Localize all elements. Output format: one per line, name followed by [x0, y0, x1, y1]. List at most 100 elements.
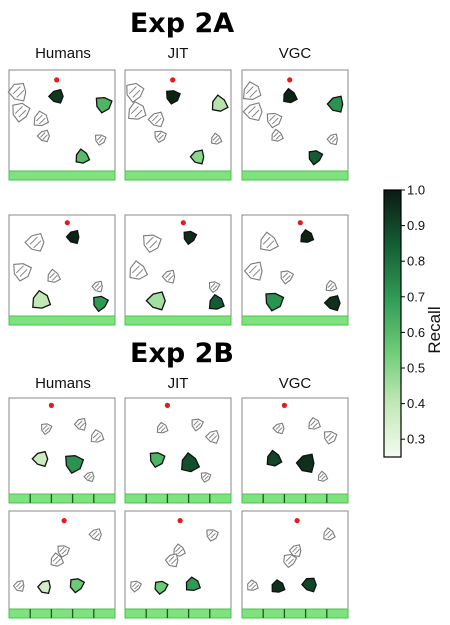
obstacle-hatch: [202, 473, 207, 479]
ignored-obstacle: [156, 421, 169, 434]
obstacle-hatch: [132, 89, 141, 98]
recalled-obstacle: [185, 576, 202, 592]
recalled-obstacle: [75, 148, 91, 164]
obstacle-hatch: [38, 117, 46, 125]
obstacle-hatch: [49, 272, 56, 279]
ignored-obstacle: [243, 81, 262, 100]
obstacle-hatch: [247, 106, 256, 114]
agent-dot: [297, 220, 303, 226]
obstacle-hatch: [329, 285, 335, 290]
ignored-obstacle: [7, 83, 27, 102]
goal-zone: [241, 608, 349, 619]
obstacle-hatch: [312, 422, 318, 429]
agent-dot: [287, 77, 293, 83]
ignored-obstacle: [73, 417, 87, 431]
recalled-obstacle: [166, 90, 181, 105]
recalled-obstacle: [65, 229, 80, 245]
ignored-obstacle: [126, 82, 145, 103]
recalled-obstacle: [211, 94, 229, 112]
panel-s2-r2-c2: [124, 510, 232, 619]
panel-frame: [8, 510, 116, 619]
agent-dot: [164, 402, 170, 408]
obstacle-hatch: [327, 283, 333, 288]
obstacle-hatch: [134, 584, 140, 590]
ignored-obstacle: [308, 416, 321, 430]
ignored-obstacle: [260, 231, 279, 252]
ignored-obstacle: [206, 529, 219, 542]
obstacle-hatch: [288, 558, 294, 565]
ignored-obstacle: [12, 580, 25, 592]
obstacle-hatch: [331, 137, 337, 143]
obstacle-hatch: [292, 546, 298, 553]
column-label-humans-2a: Humans: [35, 45, 91, 62]
colorbar-tick-label: 0.9: [407, 218, 425, 233]
goal-zone: [124, 493, 232, 504]
panel-frame: [241, 397, 349, 504]
obstacle-hatch: [193, 420, 199, 426]
ignored-obstacle: [130, 580, 143, 593]
panel-s1-r1-c2: [124, 69, 232, 181]
obstacle-hatch: [19, 268, 28, 277]
goal-zone: [8, 608, 116, 619]
ignored-obstacle: [325, 279, 338, 292]
obstacle-hatch: [52, 556, 59, 562]
obstacle-hatch: [128, 86, 137, 95]
goal-zone: [241, 170, 349, 181]
ignored-obstacle: [24, 232, 45, 252]
colorbar-tick-label: 0.6: [407, 325, 425, 340]
recalled-obstacle: [154, 580, 169, 595]
obstacle-hatch: [325, 530, 331, 537]
ignored-obstacle: [83, 471, 95, 483]
ignored-obstacle: [208, 281, 221, 294]
obstacle-hatch: [149, 240, 158, 249]
obstacle-hatch: [77, 420, 83, 426]
section-title-exp-2a: Exp 2A: [130, 8, 234, 39]
obstacle-hatch: [248, 265, 257, 274]
panel-s1-r1-c1: [7, 69, 116, 181]
panel-s1-r1-c3: [241, 69, 349, 181]
recalled-obstacle: [323, 295, 341, 312]
obstacle-hatch: [42, 134, 48, 140]
obstacle-hatch: [328, 435, 335, 441]
ignored-obstacle: [143, 234, 162, 254]
obstacle-hatch: [154, 117, 162, 125]
recalled-obstacle: [295, 453, 315, 473]
obstacle-hatch: [214, 137, 220, 143]
obstacle-hatch: [14, 106, 23, 114]
ignored-obstacle: [242, 102, 263, 122]
obstacle-hatch: [285, 556, 292, 562]
obstacle-hatch: [94, 283, 100, 288]
obstacle-hatch: [273, 132, 279, 138]
agent-dot: [48, 402, 55, 408]
recalled-obstacle: [37, 579, 51, 595]
obstacle-hatch: [135, 268, 144, 277]
ignored-obstacle: [41, 423, 53, 436]
ignored-obstacle: [211, 132, 223, 145]
obstacle-hatch: [130, 106, 139, 114]
obstacle-hatch: [168, 556, 175, 562]
panel-frame: [8, 397, 116, 504]
obstacle-hatch: [92, 530, 98, 537]
recalled-obstacle: [308, 150, 324, 166]
recalled-obstacle: [183, 230, 198, 246]
ignored-obstacle: [280, 270, 295, 285]
colorbar-label: Recall: [425, 306, 444, 353]
obstacle-hatch: [152, 114, 159, 122]
ignored-obstacle: [88, 528, 102, 541]
ignored-obstacle: [57, 545, 71, 558]
obstacle-hatch: [96, 135, 102, 141]
obstacle-hatch: [29, 236, 38, 245]
colorbar: 1.00.90.80.70.60.50.40.3 Recall: [383, 183, 444, 458]
recalled-obstacle: [145, 291, 166, 311]
goal-zone: [8, 493, 116, 504]
recalled-obstacle: [265, 292, 285, 312]
obstacle-hatch: [177, 549, 183, 555]
ignored-obstacle: [271, 128, 284, 142]
ignored-obstacle: [129, 260, 149, 280]
obstacle-hatch: [282, 272, 289, 279]
goal-zone: [124, 170, 232, 181]
ignored-obstacle: [323, 527, 336, 541]
ignored-obstacle: [12, 102, 31, 123]
obstacle-hatch: [269, 114, 276, 122]
